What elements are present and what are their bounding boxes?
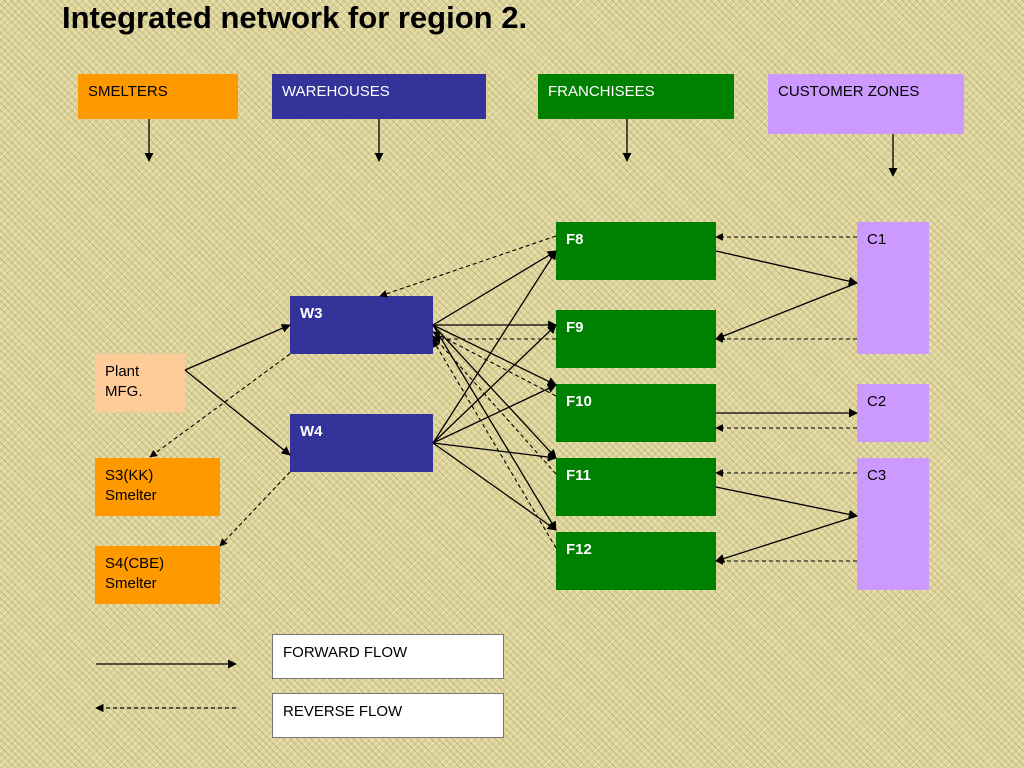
reverse-flow-f12-to-w3 [432, 339, 557, 549]
f9-node: F9 [556, 310, 716, 368]
forward-flow-c3-to-f12 [715, 515, 858, 563]
forward-flow-w3-to-f11 [432, 324, 557, 459]
forward-flow-w4-to-f10 [432, 384, 557, 444]
s3-smelter-node: S3(KK) Smelter [95, 458, 220, 516]
forward-flow-plant-to-w3 [184, 324, 291, 371]
reverse-flow-f10-to-w3 [432, 331, 557, 397]
reverse-flow-w3-to-s3 [149, 353, 291, 458]
c3-node: C3 [857, 458, 929, 590]
reverse-flow-f11-to-w3 [432, 335, 557, 475]
reverse-flow-w4-to-s4 [219, 471, 291, 547]
reverse-flow-f8-to-w3 [379, 235, 557, 298]
customer-zones-header: CUSTOMER ZONES [768, 74, 964, 134]
f10-node: F10 [556, 384, 716, 442]
plant-mfg-node: Plant MFG. [95, 354, 185, 412]
forward-flow-w4-to-f9 [432, 324, 557, 444]
legend-forward-box: FORWARD FLOW [272, 634, 504, 679]
forward-flow-f8-to-c1 [715, 250, 858, 286]
page-title: Integrated network for region 2. [62, 0, 528, 35]
s4-smelter-node: S4(CBE) Smelter [95, 546, 220, 604]
forward-flow-f11-to-c3 [715, 486, 858, 519]
w3-node: W3 [290, 296, 433, 354]
w4-node: W4 [290, 414, 433, 472]
f8-node: F8 [556, 222, 716, 280]
smelters-header: SMELTERS [78, 74, 238, 119]
c2-node: C2 [857, 384, 929, 442]
legend-reverse-box: REVERSE FLOW [272, 693, 504, 738]
forward-flow-w3-to-f8 [432, 250, 557, 326]
franchisees-header: FRANCHISEES [538, 74, 734, 119]
f11-node: F11 [556, 458, 716, 516]
warehouses-header: WAREHOUSES [272, 74, 486, 119]
f12-node: F12 [556, 532, 716, 590]
forward-flow-c1-to-f9 [715, 282, 858, 341]
forward-flow-w4-to-f12 [432, 442, 557, 531]
forward-flow-w4-to-f8 [432, 250, 557, 444]
forward-flow-plant-to-w4 [184, 369, 291, 456]
c1-node: C1 [857, 222, 929, 354]
forward-flow-w3-to-f12 [432, 324, 557, 531]
forward-flow-w4-to-f11 [432, 442, 557, 462]
forward-flow-w3-to-f10 [432, 324, 557, 386]
